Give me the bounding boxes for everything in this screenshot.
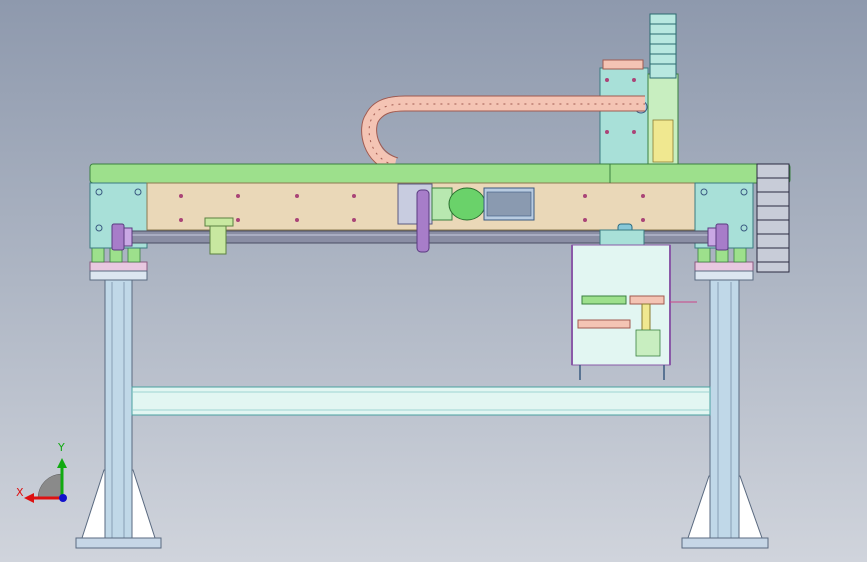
z-axis-carriage [599,59,679,167]
shaft-support-block [204,217,234,255]
z-axis-dot [59,494,67,502]
left-column [75,278,162,549]
end-cable-chain [756,163,790,273]
x-axis-label: X [16,486,24,499]
beam-bolts [95,188,748,232]
axis-triad [24,458,67,503]
left-column-cap [89,246,148,281]
tool-carriage [571,229,697,380]
right-column [681,278,769,549]
drag-chain [361,95,645,173]
y-axis-label: Y [58,441,65,454]
servo-motor [397,183,535,225]
vertical-cable-chain [649,13,677,79]
lower-crossbar [131,386,711,416]
right-column-cap [694,246,754,281]
